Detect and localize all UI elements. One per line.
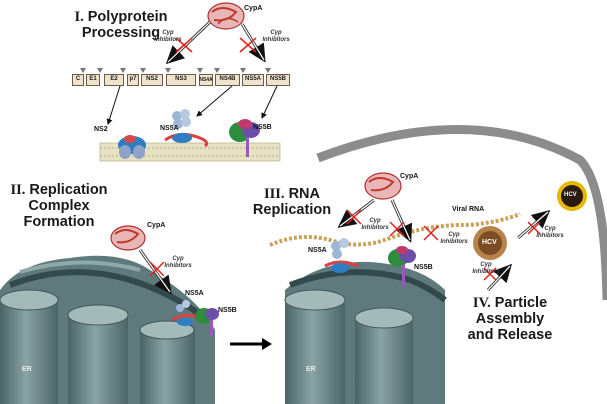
ns5a-protein-top [164, 109, 209, 148]
label-cypa-right: CypA [400, 173, 419, 180]
gene-p7: p7 [127, 74, 139, 86]
hcv-particle-inner [473, 226, 507, 260]
label-hcv-inner: HCV [482, 239, 497, 246]
inhibit-x-4 [346, 209, 362, 225]
inhibit-x-7 [527, 221, 541, 235]
label-cypa-top: CypA [244, 5, 263, 12]
label-ns5b-top: NS5B [253, 124, 272, 131]
inhibit-x-6 [423, 225, 439, 241]
gene-ns4a: NS4A [199, 74, 213, 86]
gene-ns5b: NS5B [266, 74, 290, 86]
replication-complex-right [324, 238, 416, 286]
ns5b-protein-top [229, 119, 260, 157]
label-hcv-outer: HCV [564, 192, 577, 198]
inhibit-x-3 [149, 261, 165, 277]
er-right [284, 261, 447, 404]
viral-rna-strand [269, 212, 521, 247]
label-ns5b-left: NS5B [218, 307, 237, 314]
ns2-protein [118, 135, 146, 159]
label-er-left: ER [22, 366, 32, 373]
inhibit-x-8 [483, 267, 497, 281]
transition-arrow [230, 338, 272, 350]
title-replication-complex: II. Replication Complex Formation [10, 182, 108, 231]
cleavage-marks [80, 68, 271, 73]
gene-e1: E1 [86, 74, 100, 86]
cypa-protein-right [364, 172, 402, 200]
replication-complex-left [171, 300, 219, 336]
inhibit-x-1 [175, 37, 193, 53]
gene-ns4b: NS4B [215, 74, 240, 86]
er-left [0, 255, 215, 404]
label-ns2: NS2 [94, 126, 108, 133]
label-cypa-left: CypA [147, 222, 166, 229]
hcv-particle-outer [557, 181, 587, 211]
label-ns5b-right: NS5B [414, 264, 433, 271]
inhibit-x-5 [389, 221, 405, 237]
title-polyprotein: I. Polyprotein Processing [74, 9, 168, 42]
gene-ns3: NS3 [166, 74, 196, 86]
inhibit-x-2 [239, 37, 257, 53]
gene-c: C [72, 74, 84, 86]
cypa-protein-top [207, 2, 245, 30]
label-ns5a-left: NS5A [185, 290, 204, 297]
cypa-protein-left [110, 225, 146, 251]
label-ns5a-right: NS5A [308, 247, 327, 254]
label-er-right: ER [306, 366, 316, 373]
title-rna-replication: III. RNA Replication [252, 186, 332, 219]
gene-ns5a: NS5A [242, 74, 264, 86]
gene-e2: E2 [104, 74, 124, 86]
label-viral-rna: Viral RNA [452, 206, 485, 213]
title-assembly: IV. Particle Assembly and Release [467, 295, 553, 344]
label-ns5a-top: NS5A [160, 125, 179, 132]
gene-ns2: NS2 [141, 74, 163, 86]
cell-membrane-arc [316, 125, 607, 301]
